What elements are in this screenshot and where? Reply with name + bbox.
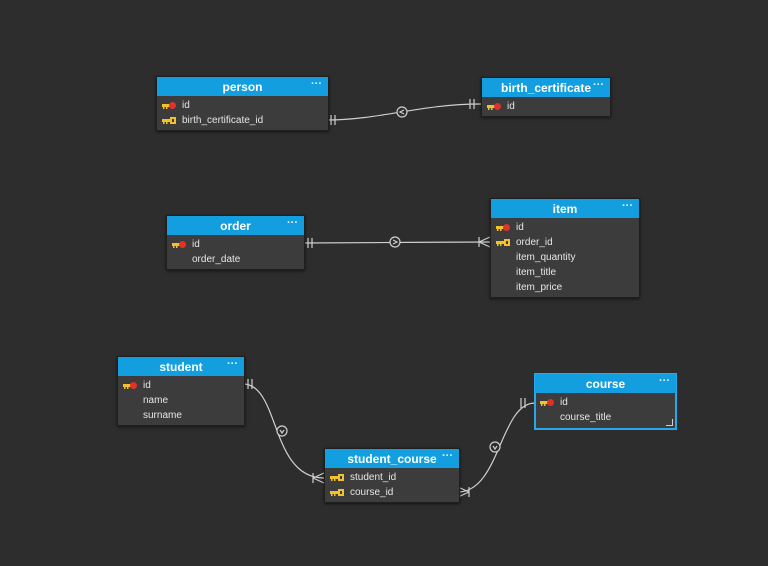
- table-student[interactable]: student ··· id name surname: [117, 356, 245, 426]
- resize-handle-icon[interactable]: [666, 419, 673, 426]
- column-row[interactable]: surname: [118, 408, 244, 423]
- table-header[interactable]: birth_certificate ···: [482, 78, 610, 97]
- primary-key-icon: [123, 382, 137, 389]
- foreign-key-icon: [496, 239, 510, 246]
- column-row[interactable]: student_id: [325, 470, 459, 485]
- column-name: course_id: [350, 487, 394, 498]
- column-name: order_date: [192, 254, 241, 265]
- column-name: id: [507, 101, 515, 112]
- table-course[interactable]: course ··· id course_title: [534, 373, 677, 430]
- column-row[interactable]: item_quantity: [491, 250, 639, 265]
- table-header[interactable]: course ···: [535, 374, 676, 393]
- relationship-node: [389, 236, 401, 248]
- table-header[interactable]: order ···: [167, 216, 304, 235]
- column-name: id: [560, 397, 568, 408]
- table-item[interactable]: item ··· id order_id item_quantity item_…: [490, 198, 640, 298]
- primary-key-icon: [487, 103, 501, 110]
- table-menu-icon[interactable]: ···: [442, 450, 453, 462]
- column-name: id: [192, 239, 200, 250]
- column-row[interactable]: id: [118, 378, 244, 393]
- table-order[interactable]: order ··· id order_date: [166, 215, 305, 270]
- table-menu-icon[interactable]: ···: [659, 375, 670, 387]
- column-row[interactable]: id: [491, 220, 639, 235]
- table-title: student_course: [347, 451, 437, 466]
- primary-key-icon: [172, 241, 186, 248]
- column-name: id: [143, 380, 151, 391]
- column-row[interactable]: course_title: [535, 410, 676, 425]
- many-mark: [312, 472, 325, 479]
- table-title: item: [552, 201, 578, 216]
- table-birth-certificate[interactable]: birth_certificate ··· id: [481, 77, 611, 117]
- column-name: item_title: [516, 267, 557, 278]
- column-name: item_price: [516, 282, 563, 293]
- table-title: order: [220, 218, 251, 233]
- table-header[interactable]: student_course ···: [325, 449, 459, 468]
- column-name: name: [143, 395, 169, 406]
- column-row[interactable]: id: [157, 98, 328, 113]
- relationship-node: [276, 425, 288, 437]
- relationship-node: [489, 441, 501, 453]
- column-row[interactable]: name: [118, 393, 244, 408]
- column-name: surname: [143, 410, 182, 421]
- table-title: birth_certificate: [500, 80, 592, 95]
- column-row[interactable]: id: [535, 395, 676, 410]
- primary-key-icon: [162, 102, 176, 109]
- column-name: birth_certificate_id: [182, 115, 264, 126]
- relationship-node: [396, 106, 408, 118]
- foreign-key-icon: [330, 474, 344, 481]
- column-row[interactable]: birth_certificate_id: [157, 113, 328, 128]
- table-menu-icon[interactable]: ···: [622, 200, 633, 212]
- table-title: student: [159, 359, 203, 374]
- column-row[interactable]: id: [482, 99, 610, 114]
- column-name: item_quantity: [516, 252, 576, 263]
- column-row[interactable]: item_price: [491, 280, 639, 295]
- primary-key-icon: [540, 399, 554, 406]
- column-row[interactable]: id: [167, 237, 304, 252]
- table-person[interactable]: person ··· id birth_certificate_id: [156, 76, 329, 131]
- table-menu-icon[interactable]: ···: [311, 78, 322, 90]
- column-row[interactable]: item_title: [491, 265, 639, 280]
- column-row[interactable]: course_id: [325, 485, 459, 500]
- table-menu-icon[interactable]: ···: [227, 358, 238, 370]
- table-student-course[interactable]: student_course ··· student_id course_id: [324, 448, 460, 503]
- column-row[interactable]: order_date: [167, 252, 304, 267]
- column-name: id: [516, 222, 524, 233]
- table-menu-icon[interactable]: ···: [287, 217, 298, 229]
- column-row[interactable]: order_id: [491, 235, 639, 250]
- table-header[interactable]: item ···: [491, 199, 639, 218]
- many-mark: [478, 236, 491, 243]
- table-header[interactable]: person ···: [157, 77, 328, 96]
- column-name: order_id: [516, 237, 553, 248]
- table-title: person: [222, 79, 263, 94]
- table-menu-icon[interactable]: ···: [593, 79, 604, 91]
- primary-key-icon: [496, 224, 510, 231]
- many-mark: [478, 241, 491, 248]
- many-mark: [312, 477, 325, 484]
- column-name: course_title: [560, 412, 612, 423]
- column-name: student_id: [350, 472, 397, 483]
- column-name: id: [182, 100, 190, 111]
- table-title: course: [585, 376, 626, 391]
- table-header[interactable]: student ···: [118, 357, 244, 376]
- foreign-key-icon: [162, 117, 176, 124]
- foreign-key-icon: [330, 489, 344, 496]
